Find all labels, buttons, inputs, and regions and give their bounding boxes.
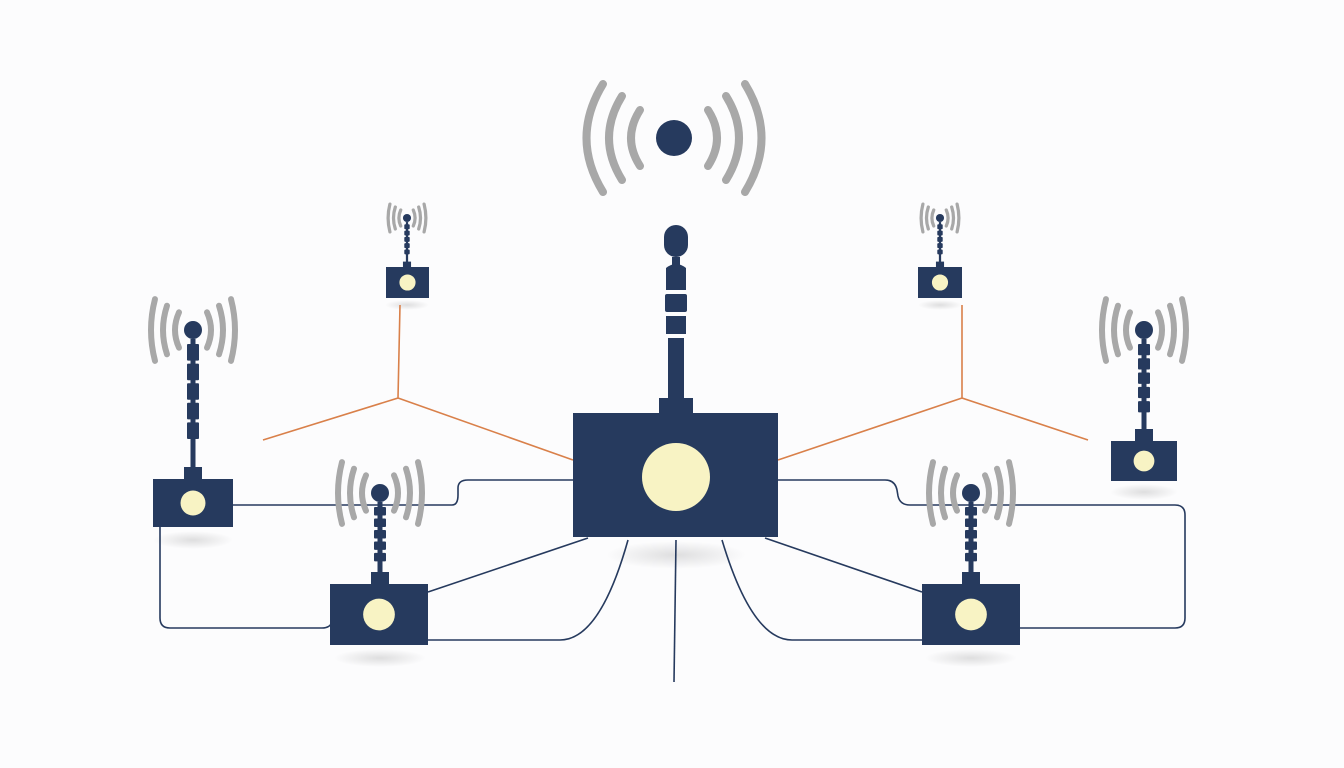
antenna-tip	[402, 213, 412, 223]
node-bottom-right	[922, 459, 1020, 645]
node-light	[363, 598, 395, 631]
antenna-tip	[1135, 321, 1153, 339]
tower-left	[148, 296, 238, 527]
antenna-mast-icon	[184, 339, 202, 479]
link-bl-hub-2	[428, 539, 629, 641]
antenna-mast-icon	[402, 222, 412, 267]
hub-light	[642, 443, 710, 511]
signal-waves-icon	[919, 202, 961, 234]
link-center-down	[673, 539, 677, 683]
signal-waves-icon	[386, 202, 428, 234]
link-top-right	[777, 305, 1089, 461]
node-bottom-left	[330, 459, 428, 645]
link-right-hub	[778, 479, 1186, 629]
antenna-tip	[371, 484, 389, 502]
shadows	[153, 300, 1178, 667]
link-left-loop	[159, 527, 333, 629]
antenna-tip	[962, 484, 980, 502]
link-top-left	[262, 304, 574, 461]
links	[159, 479, 1186, 683]
signal-waves-icon	[1099, 296, 1189, 364]
antenna-tip	[935, 213, 945, 223]
signal-waves-icon	[926, 459, 1016, 527]
node-light	[399, 274, 416, 291]
node-light	[180, 490, 206, 516]
antenna-mast-icon	[935, 222, 945, 267]
accent-links	[262, 304, 1089, 461]
tower-right	[1099, 296, 1189, 481]
antenna-mast-icon	[1135, 339, 1153, 441]
signal-waves-icon	[148, 296, 238, 364]
tower-top-left	[386, 202, 429, 298]
antenna-tip	[184, 321, 202, 339]
link-br-hub-2	[721, 539, 922, 641]
broadcast-signal	[582, 80, 766, 196]
tower-top-right	[918, 202, 962, 298]
link-bl-hub-1	[427, 537, 589, 593]
node-light	[1133, 450, 1155, 472]
node-light	[931, 274, 949, 291]
node-light	[955, 598, 987, 631]
signal-waves-icon	[582, 80, 766, 196]
link-left-hub	[233, 479, 573, 506]
central-hub	[573, 225, 778, 537]
signal-source-dot	[656, 120, 692, 156]
signal-waves-icon	[335, 459, 425, 527]
antenna-mast-icon	[962, 502, 980, 584]
hub-antenna-icon	[659, 225, 693, 414]
link-br-hub-1	[764, 537, 923, 593]
antenna-mast-icon	[371, 502, 389, 584]
